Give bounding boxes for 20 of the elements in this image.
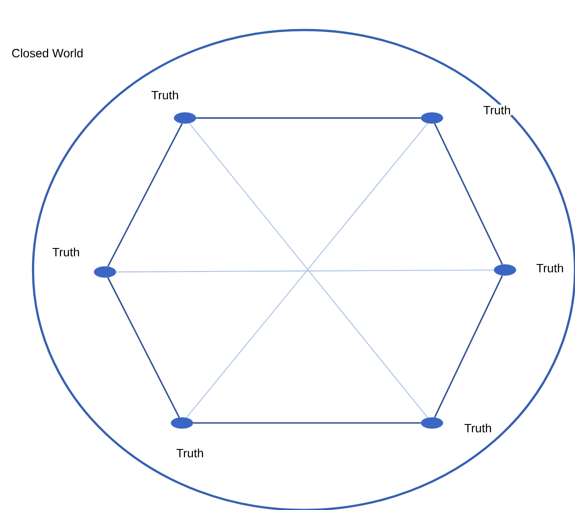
connecting-line [434,275,503,418]
connecting-line [193,422,421,424]
truth-label: Truth [51,246,81,258]
truth-label: Truth [535,262,565,274]
connecting-line [434,123,503,265]
point-ellipse [494,264,516,276]
connecting-line [116,270,494,272]
point-ellipse [94,266,116,278]
point-ellipse [170,417,194,429]
truth-label: Truth [175,448,205,458]
world-label: Closed World [12,48,83,58]
connecting-line [196,117,421,119]
point-ellipse [420,112,444,124]
truth-label: Truth [463,422,493,434]
truth-label: Truth [150,90,180,100]
connecting-line [107,123,183,267]
point-ellipse [420,417,444,429]
point-ellipse [174,112,196,124]
truth-label: Truth [482,104,512,116]
connecting-line [107,277,180,418]
